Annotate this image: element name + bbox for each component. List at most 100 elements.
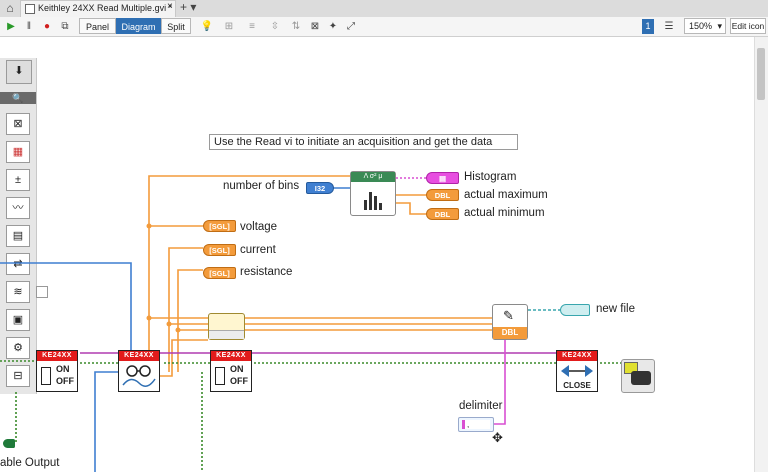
scrollbar-thumb[interactable] [757, 48, 765, 100]
document-tab-title: Keithley 24XX Read Multiple.gvi * [38, 3, 173, 13]
write-file-dbl-tag: DBL [493, 327, 527, 339]
wire-current[interactable] [168, 247, 203, 372]
keithley-read-node[interactable]: KE24XX [118, 350, 160, 392]
read-glasses-icon [122, 365, 156, 387]
zoom-value: 150% [689, 21, 713, 31]
wire-data-to-histogram[interactable] [148, 175, 350, 372]
keithley-header: KE24XX [119, 351, 159, 361]
instrument-icon[interactable]: ⊟ [6, 365, 30, 387]
wire-junction [146, 223, 152, 229]
write-delimited-file-node[interactable]: ✎ DBL [492, 304, 528, 340]
on-off-icon: ON OFF [38, 362, 76, 390]
tab-bar: ⌂ Keithley 24XX Read Multiple.gvi * × + … [0, 0, 768, 18]
wire-config[interactable] [94, 371, 118, 472]
wire-resource-name[interactable] [0, 262, 132, 352]
fit-icon[interactable]: ⤢ [347, 21, 355, 32]
new-tab-button[interactable]: + ▾ [180, 0, 197, 14]
tab-panel[interactable]: Panel [79, 18, 116, 34]
list-icon[interactable]: ☰ [664, 21, 674, 32]
context-help-icon[interactable]: 1 [642, 19, 654, 34]
file-io-icon[interactable]: ⇄ [6, 253, 30, 275]
resistance-terminal[interactable]: [SGL] [203, 267, 236, 279]
keithley-close-node[interactable]: KE24XX CLOSE [556, 350, 598, 392]
reorder-icon[interactable]: ⇅ [291, 21, 301, 32]
wire-build-array[interactable] [160, 339, 208, 377]
wire-junction [166, 321, 172, 327]
settings-icon[interactable]: ⚙ [6, 337, 30, 359]
hardware-icon[interactable]: ▤ [6, 225, 30, 247]
pause-icon[interactable]: ‖ [26, 21, 32, 32]
palette-flyout-handle[interactable] [36, 286, 48, 298]
keithley-header: KE24XX [37, 351, 77, 361]
histogram-terminal[interactable]: ▤ [426, 172, 459, 184]
wire-error-out[interactable] [0, 360, 622, 364]
run-icon[interactable]: ▶ [7, 21, 15, 32]
order-icon[interactable]: ⇳ [270, 21, 280, 32]
zoom-select[interactable]: 150% ▾ [684, 18, 726, 34]
close-label: CLOSE [563, 381, 591, 390]
histogram-node-header: Λ σ² μ [351, 172, 395, 182]
voltage-terminal[interactable]: [SGL] [203, 220, 236, 232]
abort-icon[interactable]: ● [43, 21, 51, 32]
wire-junction [146, 315, 152, 321]
wire-junction [175, 327, 181, 333]
number-of-bins-terminal[interactable]: I32 [306, 182, 334, 194]
current-terminal[interactable]: [SGL] [203, 244, 236, 256]
error-handler-node[interactable] [621, 359, 655, 393]
histogram-node[interactable]: Λ σ² μ [350, 171, 396, 216]
align-icon[interactable]: ⊞ [224, 21, 234, 32]
vertical-scrollbar[interactable] [754, 37, 768, 472]
numeric-icon[interactable]: ± [6, 169, 30, 191]
wire-resistance[interactable] [177, 269, 203, 372]
keithley-header: KE24XX [211, 351, 251, 361]
toolbar: ▶ ‖ ● ⧉ Panel Diagram Split 💡 ⊞ ≡ ⇳ ⇅ ⊠ … [0, 17, 768, 37]
edit-icon-button[interactable]: Edit icon [730, 18, 766, 34]
document-tab[interactable]: Keithley 24XX Read Multiple.gvi * × [20, 0, 176, 17]
step-icon[interactable]: ⧉ [61, 21, 69, 32]
close-tab-icon[interactable]: × [167, 1, 173, 12]
database-icon[interactable]: ≋ [6, 281, 30, 303]
keithley-initialize-node[interactable]: KE24XX ON OFF [36, 350, 78, 392]
bulb-icon[interactable]: 💡 [200, 21, 214, 32]
pin-icon[interactable]: ⬇ [6, 60, 32, 84]
diagram-comment[interactable]: Use the Read vi to initiate an acquisiti… [209, 134, 518, 150]
sparkle-icon[interactable]: ✦ [328, 21, 338, 32]
new-file-label: new file [596, 303, 635, 315]
vi-file-icon [25, 4, 35, 14]
reports-icon[interactable]: ▣ [6, 309, 30, 331]
enable-output-terminal[interactable] [3, 439, 15, 448]
home-icon[interactable]: ⌂ [6, 1, 14, 15]
move-cursor-icon: ✥ [492, 430, 503, 445]
pencil-icon: ✎ [503, 308, 514, 323]
distribute-icon[interactable]: ≡ [249, 21, 255, 32]
wire-actual-minimum[interactable] [396, 202, 426, 215]
delimiter-label: delimiter [459, 400, 503, 412]
wire-delimiter[interactable] [494, 340, 506, 425]
actual-maximum-label: actual maximum [464, 189, 548, 201]
chevron-down-icon: ▾ [717, 21, 722, 31]
structures-icon[interactable]: ⊠ [6, 113, 30, 135]
keithley-header: KE24XX [557, 351, 597, 361]
actual-maximum-terminal[interactable]: DBL [426, 189, 459, 201]
signal-icon[interactable]: 〰 [6, 197, 30, 219]
resistance-label: resistance [240, 266, 293, 278]
dialog-icon [631, 371, 651, 385]
search-icon[interactable]: 🔍 [0, 92, 36, 104]
cleanup-icon[interactable]: ⊠ [310, 21, 320, 32]
on-off-icon: ON OFF [212, 362, 250, 390]
build-array-node[interactable] [208, 313, 245, 340]
histogram-chart-icon [364, 192, 382, 210]
close-arrows-icon [561, 365, 593, 377]
current-label: current [240, 244, 276, 256]
tab-split[interactable]: Split [161, 18, 191, 34]
delimiter-constant[interactable]: , [458, 417, 494, 432]
tab-diagram[interactable]: Diagram [116, 18, 161, 34]
build-array-footer [209, 330, 244, 339]
keithley-output-node[interactable]: KE24XX ON OFF [210, 350, 252, 392]
actual-minimum-label: actual minimum [464, 207, 545, 219]
new-file-terminal[interactable] [560, 304, 590, 316]
actual-minimum-terminal[interactable]: DBL [426, 208, 459, 220]
delimiter-value[interactable]: , [462, 420, 490, 429]
data-types-icon[interactable]: ▦ [6, 141, 30, 163]
